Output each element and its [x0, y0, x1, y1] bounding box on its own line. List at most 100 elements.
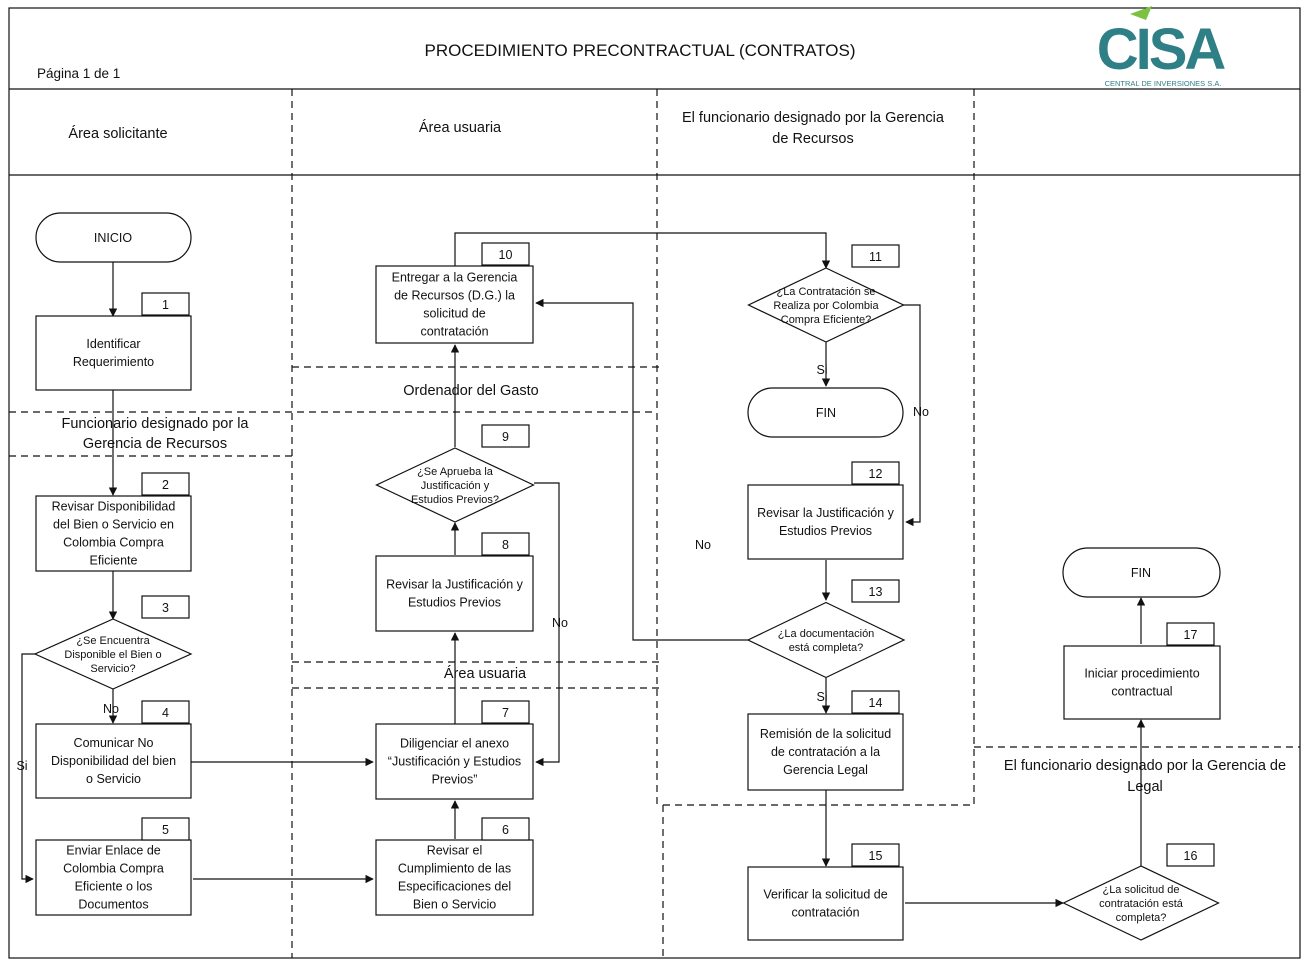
- step-number: 2: [162, 478, 169, 492]
- process-box-7: [375, 723, 534, 800]
- step-number: 11: [869, 250, 882, 264]
- step-number-box: [851, 461, 900, 485]
- decision-diamond-11: [747, 267, 905, 343]
- step-number-box: [1166, 622, 1215, 646]
- step-number-box: [141, 817, 190, 841]
- step-4-text: o Servicio: [86, 772, 141, 786]
- step-1-text: Identificar: [86, 337, 140, 351]
- step-number: 8: [502, 538, 509, 552]
- step-1-text: Requerimiento: [73, 355, 154, 369]
- lane-usuaria-2: Área usuaria: [444, 665, 527, 682]
- step-number: 16: [1184, 849, 1198, 863]
- step-9-text: Justificación y: [421, 480, 490, 492]
- step-number-box: [481, 424, 530, 448]
- step-15-text: Verificar la solicitud de: [763, 888, 887, 902]
- step-number-box: [481, 532, 530, 556]
- decision-diamond-3: [33, 618, 193, 690]
- step-17-text: contractual: [1111, 685, 1172, 699]
- step-3-text: Disponible el Bien o: [64, 649, 161, 661]
- decision-diamond-9: [375, 447, 535, 523]
- terminal-fin-2: FIN: [1062, 547, 1221, 598]
- step-number: 4: [162, 706, 169, 720]
- step-number-box: [141, 472, 190, 496]
- lane-legal-1: El funcionario designado por la Gerencia…: [1004, 758, 1286, 774]
- frame: [8, 7, 1301, 959]
- step-11-text: Realiza por Colombia: [773, 300, 879, 312]
- step-16: ¿La solicitud de contratación está complet…: [1062, 843, 1220, 941]
- step-number-box: [481, 242, 530, 266]
- step-number: 12: [869, 467, 883, 481]
- step-10-text: de Recursos (D.G.) la: [394, 289, 515, 303]
- step-number-box: [851, 843, 900, 867]
- step-number: 17: [1184, 628, 1198, 642]
- lane-funcionario-recursos-1: El funcionario designado por la Gerencia: [682, 110, 945, 126]
- process-box-8: [375, 555, 534, 632]
- process-box-2: [35, 495, 192, 572]
- step-2-text: Eficiente: [90, 554, 138, 568]
- step-number: 9: [502, 430, 509, 444]
- lane-funcionario-dg-2: Gerencia de Recursos: [83, 436, 227, 452]
- step-8-text: Estudios Previos: [408, 596, 501, 610]
- step-9: ¿Se Aprueba la Justificación y Estudios Pr…: [375, 424, 535, 523]
- step-5-text: Documentos: [78, 898, 148, 912]
- label-si-3: Si: [16, 759, 27, 773]
- step-2-text: Colombia Compra: [63, 536, 164, 550]
- process-box-15: [747, 866, 904, 941]
- label-no-13: No: [695, 538, 711, 552]
- label-si-11: Si: [816, 363, 827, 377]
- lane-dividers: [9, 89, 1300, 958]
- process-box-10: [375, 265, 534, 344]
- step-17-text: Iniciar procedimiento: [1084, 667, 1199, 681]
- step-number-box: [141, 595, 190, 619]
- step-5-text: Eficiente o los: [75, 880, 153, 894]
- process-box-12: [747, 484, 904, 560]
- step-6-text: Especificaciones del: [398, 880, 511, 894]
- step-5-text: Enviar Enlace de: [66, 844, 161, 858]
- terminal-fin-2-label: FIN: [1131, 566, 1151, 580]
- step-11-text: Compra Eficiente?: [781, 314, 872, 326]
- step-number-box: [851, 244, 900, 268]
- lane-ordenador: Ordenador del Gasto: [403, 383, 538, 399]
- logo-text: CISA: [1097, 17, 1226, 82]
- step-12-text: Revisar la Justificación y: [757, 506, 895, 520]
- step-15-text: contratación: [791, 906, 859, 920]
- step-2-text: Revisar Disponibilidad: [52, 500, 176, 514]
- step-number: 7: [502, 706, 509, 720]
- label-no-11: No: [913, 405, 929, 419]
- step-16-text: ¿La solicitud de: [1102, 884, 1179, 896]
- label-no-3: No: [103, 702, 119, 716]
- step-9-text: ¿Se Aprueba la: [417, 466, 494, 478]
- process-box-17: [1063, 645, 1221, 720]
- step-number: 14: [869, 696, 883, 710]
- process-box-4: [35, 723, 192, 799]
- label-si-13: Si: [816, 690, 827, 704]
- step-6-text: Revisar el: [427, 844, 483, 858]
- step-number: 13: [869, 585, 883, 599]
- page-title: PROCEDIMIENTO PRECONTRACTUAL (CONTRATOS): [424, 41, 855, 60]
- terminal-fin-1: FIN: [747, 387, 904, 438]
- step-number: 3: [162, 601, 169, 615]
- decision-diamond-13: [746, 601, 906, 679]
- lane-solicitante: Área solicitante: [68, 125, 167, 142]
- step-10-text: solicitud de: [423, 307, 486, 321]
- terminal-inicio: INICIO: [35, 212, 192, 263]
- step-16-text: completa?: [1116, 912, 1167, 924]
- step-number-box: [141, 700, 190, 724]
- step-number-box: [1166, 843, 1215, 867]
- step-3-text: Servicio?: [90, 663, 135, 675]
- step-9-text: Estudios Previos?: [411, 494, 499, 506]
- step-13-text: ¿La documentación: [778, 628, 875, 640]
- step-number-box: [851, 690, 900, 714]
- step-16-text: contratación está: [1099, 898, 1184, 910]
- step-number-box: [851, 579, 900, 603]
- lane-funcionario-recursos-2: de Recursos: [772, 131, 853, 147]
